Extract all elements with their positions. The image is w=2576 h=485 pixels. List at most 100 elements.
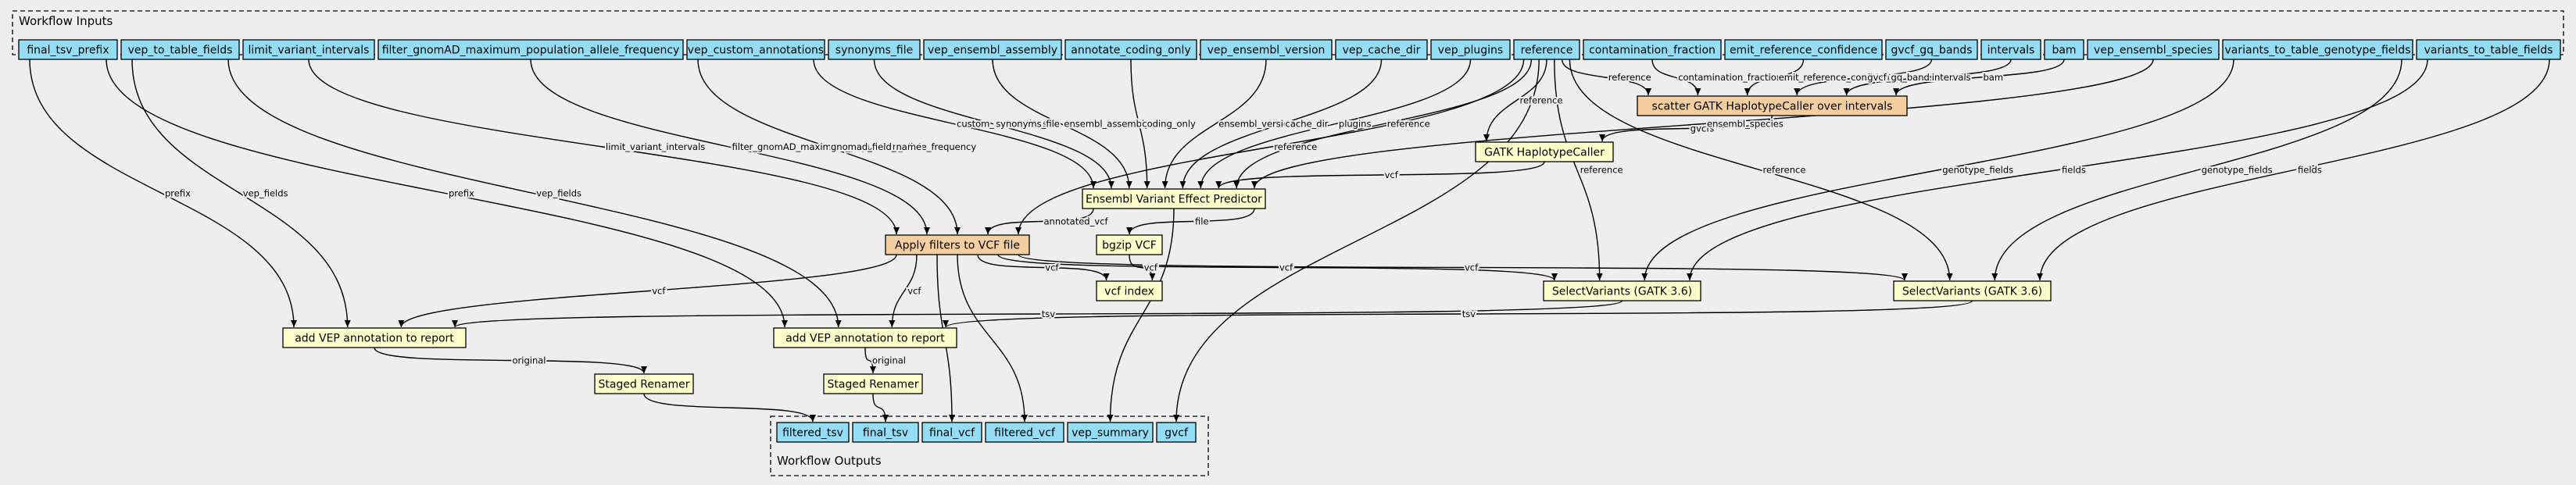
edge-in-synonyms-file-to-st-vep <box>873 59 1114 189</box>
edge-label: reference <box>1387 119 1430 130</box>
edge-in-intervals-to-st-scatter <box>1843 59 2012 96</box>
node-label: filter_gnomAD_maximum_population_allele_… <box>382 45 680 57</box>
step-node-add-vep-annotation-to-report[interactable]: add VEP annotation to report <box>282 327 467 348</box>
node-label: scatter GATK HaplotypeCaller over interv… <box>1652 101 1893 113</box>
edge-label: limit_variant_intervals <box>606 141 705 152</box>
edge-label: prefix <box>449 188 474 199</box>
edge-st-filters-to-out-filtered-vcf <box>957 254 1028 423</box>
input-node-final-tsv-prefix[interactable]: final_tsv_prefix <box>18 39 118 60</box>
input-node-emit-reference-confidence[interactable]: emit_reference_confidence <box>1724 39 1883 60</box>
node-box <box>776 422 850 443</box>
node-box <box>1724 39 1883 60</box>
step-node-scatter-gatk-haplotypecaller-over-intervals[interactable]: scatter GATK HaplotypeCaller over interv… <box>1637 95 1908 116</box>
input-node-limit-variant-intervals[interactable]: limit_variant_intervals <box>242 39 375 60</box>
node-label: Ensembl Variant Effect Predictor <box>1086 194 1262 206</box>
node-box <box>2044 39 2084 60</box>
step-node-add-vep-annotation-to-report[interactable]: add VEP annotation to report <box>773 327 957 348</box>
step-node-staged-renamer[interactable]: Staged Renamer <box>594 373 694 394</box>
input-node-synonyms-file[interactable]: synonyms_file <box>828 39 921 60</box>
step-node-ensembl-variant-effect-predictor[interactable]: Ensembl Variant Effect Predictor <box>1082 188 1266 209</box>
edge-label: original <box>513 355 546 366</box>
node-box <box>282 327 467 348</box>
node-box <box>923 39 1062 60</box>
input-node-filter-gnomad-maximum-population-allele-frequency[interactable]: filter_gnomAD_maximum_population_allele_… <box>377 39 684 60</box>
node-box <box>120 39 240 60</box>
output-node-final-tsv[interactable]: final_tsv <box>852 422 919 443</box>
node-label: intervals <box>1987 45 2035 57</box>
input-node-vep-ensembl-assembly[interactable]: vep_ensembl_assembly <box>923 39 1062 60</box>
edge-label: custom_annotations <box>957 119 1047 130</box>
input-node-vep-ensembl-version[interactable]: vep_ensembl_version <box>1200 39 1333 60</box>
input-node-gvcf-gq-bands[interactable]: gvcf_gq_bands <box>1885 39 1978 60</box>
input-node-reference[interactable]: reference <box>1513 39 1580 60</box>
step-node-selectvariants-gatk-3-6[interactable]: SelectVariants (GATK 3.6) <box>1893 280 2052 301</box>
edge-st-add-vep1-to-st-renamer1 <box>374 347 647 374</box>
node-label: limit_variant_intervals <box>249 45 370 57</box>
node-label: Staged Renamer <box>599 379 690 391</box>
output-node-gvcf[interactable]: gvcf <box>1156 422 1197 443</box>
input-node-vep-plugins[interactable]: vep_plugins <box>1430 39 1511 60</box>
node-box <box>1067 422 1154 443</box>
edge-label: vcf <box>1385 169 1399 180</box>
edge-in-final-tsv-prefix-to-st-add-vep1 <box>29 59 297 328</box>
node-box <box>1430 39 1511 60</box>
node-label: GATK HaplotypeCaller <box>1484 147 1605 159</box>
node-label: final_tsv <box>863 427 908 440</box>
node-label: bgzip VCF <box>1102 240 1157 252</box>
step-node-gatk-haplotypecaller[interactable]: GATK HaplotypeCaller <box>1475 141 1614 162</box>
step-node-staged-renamer[interactable]: Staged Renamer <box>823 373 923 394</box>
node-label: vep_plugins <box>1438 45 1503 57</box>
input-node-vep-ensembl-species[interactable]: vep_ensembl_species <box>2087 39 2220 60</box>
edge-label: vep_fields <box>243 188 288 199</box>
input-node-intervals[interactable]: intervals <box>1980 39 2041 60</box>
input-node-bam[interactable]: bam <box>2044 39 2084 60</box>
input-node-contamination-fraction[interactable]: contamination_fraction <box>1583 39 1722 60</box>
outputs-cluster-label: Workflow Outputs <box>777 454 882 468</box>
node-label: vep_summary <box>1072 427 1149 440</box>
input-node-vep-custom-annotations[interactable]: vep_custom_annotations <box>686 39 825 60</box>
edge-label: reference <box>1763 165 1806 176</box>
input-node-annotate-coding-only[interactable]: annotate_coding_only <box>1064 39 1197 60</box>
output-node-filtered-tsv[interactable]: filtered_tsv <box>776 422 850 443</box>
edge-label: vcf <box>1045 262 1059 273</box>
node-label: filtered_tsv <box>782 427 843 440</box>
input-node-vep-cache-dir[interactable]: vep_cache_dir <box>1335 39 1428 60</box>
step-node-vcf-index[interactable]: vcf index <box>1096 280 1163 301</box>
node-box <box>1543 280 1701 301</box>
node-box <box>1893 280 2052 301</box>
node-box <box>2416 39 2561 60</box>
node-label: contamination_fraction <box>1589 45 1716 57</box>
edge-label: synonyms_file <box>996 119 1060 130</box>
node-label: vep_ensembl_species <box>2094 45 2213 57</box>
node-box <box>1335 39 1428 60</box>
node-box <box>1096 280 1163 301</box>
node-label: reference <box>1521 45 1573 57</box>
edge-label: filter_gnomAD_maximum_population_allele_… <box>732 141 977 152</box>
output-node-final-vcf[interactable]: final_vcf <box>921 422 982 443</box>
edge-in-vep-cache-dir-to-st-vep <box>1179 59 1383 189</box>
output-node-vep-summary[interactable]: vep_summary <box>1067 422 1154 443</box>
step-node-bgzip-vcf[interactable]: bgzip VCF <box>1096 234 1163 255</box>
edge-in-variants-to-table-genotype-fields-to-st-select1 <box>1641 59 2234 281</box>
edge-in-vep-plugins-to-st-vep <box>1197 59 1472 189</box>
node-box <box>1513 39 1580 60</box>
step-node-apply-filters-to-vcf-file[interactable]: Apply filters to VCF file <box>885 234 1030 255</box>
edge-label: tsv <box>1042 308 1056 319</box>
node-box <box>594 373 694 394</box>
node-box <box>1980 39 2041 60</box>
edge-in-limit-variant-intervals-to-st-filters <box>308 59 900 235</box>
step-node-selectvariants-gatk-3-6[interactable]: SelectVariants (GATK 3.6) <box>1543 280 1701 301</box>
edge-label: ensembl_assembly <box>1064 119 1150 130</box>
edge-label: annotated_vcf <box>1044 216 1109 227</box>
input-node-variants-to-table-genotype-fields[interactable]: variants_to_table_genotype_fields <box>2222 39 2413 60</box>
edge-in-reference-to-st-vep <box>1233 59 1533 189</box>
output-node-filtered-vcf[interactable]: filtered_vcf <box>985 422 1064 443</box>
edge-in-gvcf-gq-bands-to-st-scatter <box>1794 59 1933 96</box>
input-node-vep-to-table-fields[interactable]: vep_to_table_fields <box>120 39 240 60</box>
edge-label: plugins <box>1339 119 1372 130</box>
input-node-variants-to-table-fields[interactable]: variants_to_table_fields <box>2416 39 2561 60</box>
node-label: final_vcf <box>929 427 975 440</box>
edge-label: vcf <box>907 286 921 297</box>
